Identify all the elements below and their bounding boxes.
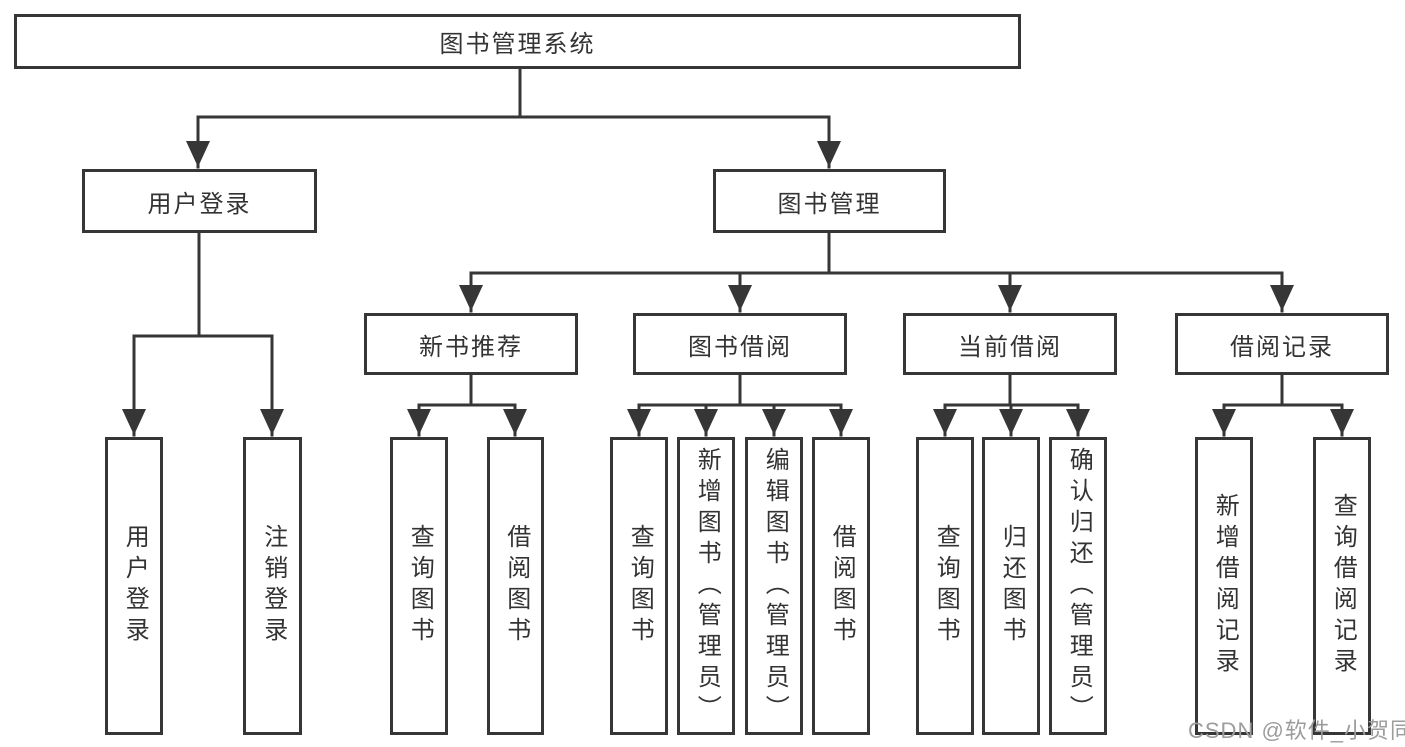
node-label: 图书管理: [777, 190, 882, 218]
leaf-query-books-3: 查询图书: [916, 437, 974, 735]
leaf-add-borrow-record: 新增借阅记录: [1195, 437, 1253, 735]
node-label: 用户登录: [147, 190, 252, 218]
node-label: 查询图书: [626, 524, 654, 648]
node-label: 新增借阅记录: [1211, 493, 1239, 679]
node-label: 注销登录: [259, 524, 287, 648]
leaf-borrow-books: 借阅图书: [487, 437, 544, 735]
leaf-logout: 注销登录: [243, 437, 302, 735]
node-book-borrow: 图书借阅: [633, 313, 847, 375]
node-new-book-recommend: 新书推荐: [364, 313, 578, 375]
node-label: 借阅图书: [828, 524, 856, 648]
node-label: 查询借阅记录: [1329, 493, 1357, 679]
node-label: 当前借阅: [958, 333, 1062, 361]
node-current-borrow: 当前借阅: [903, 313, 1117, 375]
csdn-watermark: CSDN @软件_小贺同学: [1188, 718, 1405, 743]
node-label: 新书推荐: [419, 333, 523, 361]
leaf-query-borrow-record: 查询借阅记录: [1313, 437, 1371, 735]
node-user-login: 用户登录: [82, 169, 317, 233]
node-label: 图书管理系统: [439, 31, 596, 58]
node-label: 查询图书: [932, 524, 960, 648]
node-label: 用户登录: [121, 524, 149, 648]
leaf-borrow-books-2: 借阅图书: [812, 437, 870, 735]
node-label: 确认归还（管理员）: [1065, 446, 1093, 726]
node-label: 新增图书（管理员）: [693, 446, 721, 726]
leaf-return-books: 归还图书: [982, 437, 1040, 735]
leaf-query-books-2: 查询图书: [610, 437, 668, 735]
leaf-query-books: 查询图书: [390, 437, 448, 735]
node-label: 图书借阅: [688, 333, 792, 361]
node-label: 编辑图书（管理员）: [761, 446, 789, 726]
leaf-edit-books-admin: 编辑图书（管理员）: [745, 437, 803, 735]
node-label: 借阅记录: [1230, 333, 1334, 361]
node-label: 借阅图书: [502, 524, 530, 648]
node-label: 归还图书: [998, 524, 1026, 648]
node-label: 查询图书: [406, 524, 434, 648]
leaf-add-books-admin: 新增图书（管理员）: [677, 437, 735, 735]
node-book-mgmt: 图书管理: [713, 169, 946, 233]
node-root: 图书管理系统: [14, 14, 1021, 69]
leaf-user-login: 用户登录: [105, 437, 163, 735]
node-borrow-records: 借阅记录: [1175, 313, 1389, 375]
leaf-confirm-return-admin: 确认归还（管理员）: [1049, 437, 1107, 735]
